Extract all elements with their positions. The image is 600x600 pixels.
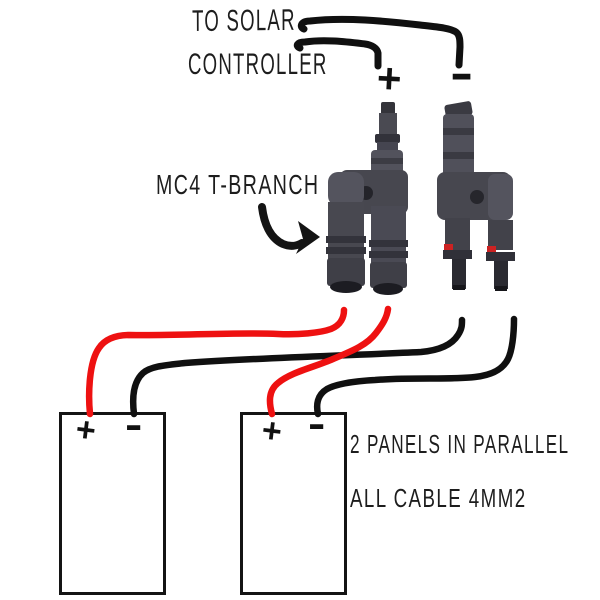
label-to-solar: TO SOLAR — [191, 3, 296, 38]
panel2-positive-wire — [266, 305, 392, 418]
label-controller: CONTROLLER — [188, 48, 328, 81]
panel1-positive-wire — [85, 306, 348, 418]
panel2-negative-terminal: - — [308, 402, 326, 446]
label-panels-in-parallel: 2 PANELS IN PARALLEL — [350, 429, 570, 459]
label-cable-size: ALL CABLE 4MM2 — [350, 483, 527, 513]
panel2-positive-terminal: + — [259, 411, 285, 452]
panel1-positive-terminal: + — [73, 410, 99, 451]
panel1-negative-wire — [129, 316, 466, 418]
curved-arrow-icon — [258, 203, 320, 254]
panel1-negative-terminal: - — [125, 403, 143, 447]
output-positive-terminal: + — [375, 54, 403, 103]
mc4-t-branch-connector-left — [326, 102, 408, 295]
label-mc4-t-branch: MC4 T-BRANCH — [156, 169, 320, 200]
solar-panel-2 — [240, 412, 347, 595]
panel2-negative-wire — [313, 315, 518, 418]
output-negative-terminal: - — [450, 47, 474, 100]
solar-panel-1 — [59, 412, 166, 595]
mc4-t-branch-connector-right — [437, 101, 515, 291]
